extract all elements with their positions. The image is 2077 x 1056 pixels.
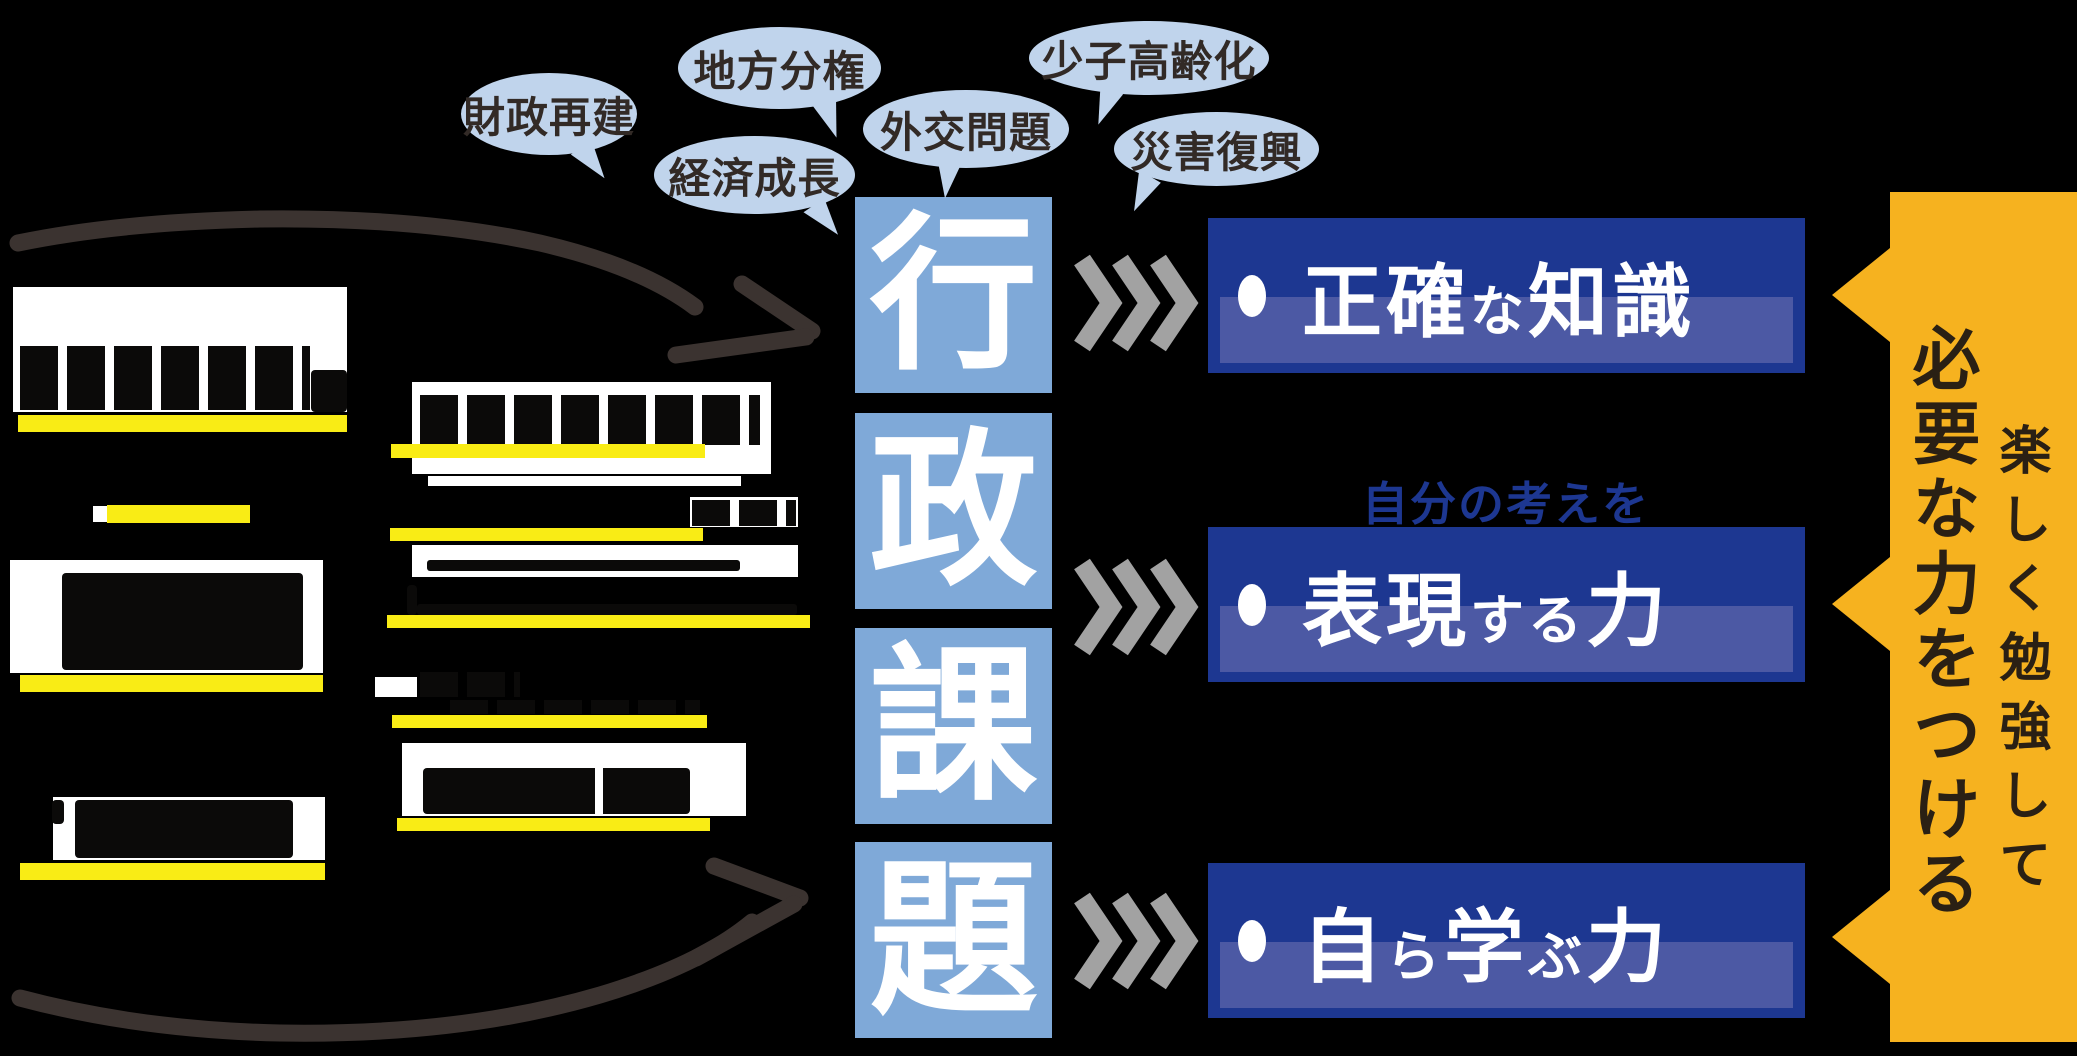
outcome-box-self-learning: 自ら学ぶ力 [1208, 863, 1805, 1018]
banner-notch-icon [1832, 890, 1890, 984]
outcome-label: 自ら学ぶ力 [1302, 902, 1670, 992]
redacted-text-fragments [427, 560, 740, 571]
theme-char: 政 [869, 417, 1038, 605]
chevron-right-icon [1074, 558, 1199, 656]
outcome-highlight-band [1220, 606, 1793, 672]
outcome-box-expression-ability: 表現する力 [1208, 527, 1805, 682]
outcome-label: 正確な知識 [1302, 257, 1696, 347]
bubble-label: 財政再建 [462, 93, 635, 141]
highlight-underline [397, 818, 710, 831]
banner-main-text: 必要な力をつける [1902, 323, 1978, 923]
redacted-gap [595, 768, 603, 814]
bubble-tail [1083, 83, 1124, 129]
redacted-text-fragments [20, 346, 310, 410]
note-own-thoughts: 自分の考えを [1362, 478, 1650, 530]
bubble-label: 地方分権 [693, 47, 866, 95]
bubble-label: 経済成長 [668, 154, 841, 202]
theme-char-box: 題 [855, 842, 1052, 1038]
bubble-tail [811, 98, 846, 142]
redacted-text-fragments [407, 585, 417, 615]
bubble-label: 外交問題 [879, 108, 1052, 156]
theme-char-box: 課 [855, 628, 1052, 824]
highlight-underline [20, 863, 325, 880]
redacted-text-fragments [52, 800, 64, 824]
highlight-underline [20, 675, 323, 692]
chevron-right-icon [1074, 254, 1199, 352]
redacted-text-fragments [420, 672, 520, 697]
redacted-note-box [428, 476, 741, 486]
outcome-highlight-band [1220, 942, 1793, 1008]
redacted-text-fragments [692, 500, 796, 526]
bubble-tail [570, 141, 613, 187]
banner-notch-icon [1832, 557, 1890, 651]
banner-sub-text: 楽しく勉強して [1991, 423, 2049, 906]
theme-char-box: 政 [855, 413, 1052, 609]
highlight-underline [392, 715, 707, 728]
chevron-right-icon [1074, 892, 1199, 990]
redacted-text-fragments [450, 700, 700, 714]
highlight-underline [18, 415, 347, 432]
bubble-label: 災害復興 [1130, 128, 1303, 176]
bubble-tail [929, 157, 962, 201]
bullet-icon [1238, 274, 1266, 317]
theme-char: 行 [869, 201, 1038, 389]
redacted-text-fragments [417, 604, 797, 615]
redacted-text-fragments [423, 768, 690, 814]
redacted-note-box [375, 677, 417, 697]
goal-banner: 必要な力をつける 楽しく勉強して [1832, 192, 2077, 1042]
highlight-underline [390, 528, 703, 541]
redacted-note-box [93, 506, 107, 522]
theme-char: 課 [869, 632, 1038, 820]
bubble-economic-growth: 経済成長 [654, 136, 855, 244]
bullet-icon [1238, 583, 1266, 626]
theme-char: 題 [869, 846, 1038, 1034]
theme-char-box: 行 [855, 197, 1052, 393]
bubble-disaster-recovery: 災害復興 [1114, 112, 1319, 216]
hand-drawn-arrow-bottom [11, 857, 809, 1042]
redacted-text-fragments [62, 573, 303, 670]
redacted-text-fragments [311, 370, 347, 412]
bullet-icon [1238, 919, 1266, 962]
bubble-diplomacy: 外交問題 [863, 90, 1069, 201]
bubble-decentralization: 地方分権 [678, 27, 881, 142]
redacted-text-fragments [75, 800, 293, 858]
outcome-label: 表現する力 [1302, 566, 1670, 656]
banner-notch-icon [1832, 248, 1890, 342]
redacted-text-fragments [420, 395, 760, 445]
bubble-fiscal-rebuilding: 財政再建 [461, 73, 637, 187]
bubble-aging-society: 少子高齢化 [1029, 21, 1269, 129]
outcome-box-accurate-knowledge: 正確な知識 [1208, 218, 1805, 373]
bubble-label: 少子高齢化 [1041, 37, 1257, 85]
highlight-underline [107, 505, 250, 523]
highlight-underline [387, 615, 810, 628]
outcome-highlight-band [1220, 297, 1793, 363]
highlight-underline [391, 444, 705, 458]
